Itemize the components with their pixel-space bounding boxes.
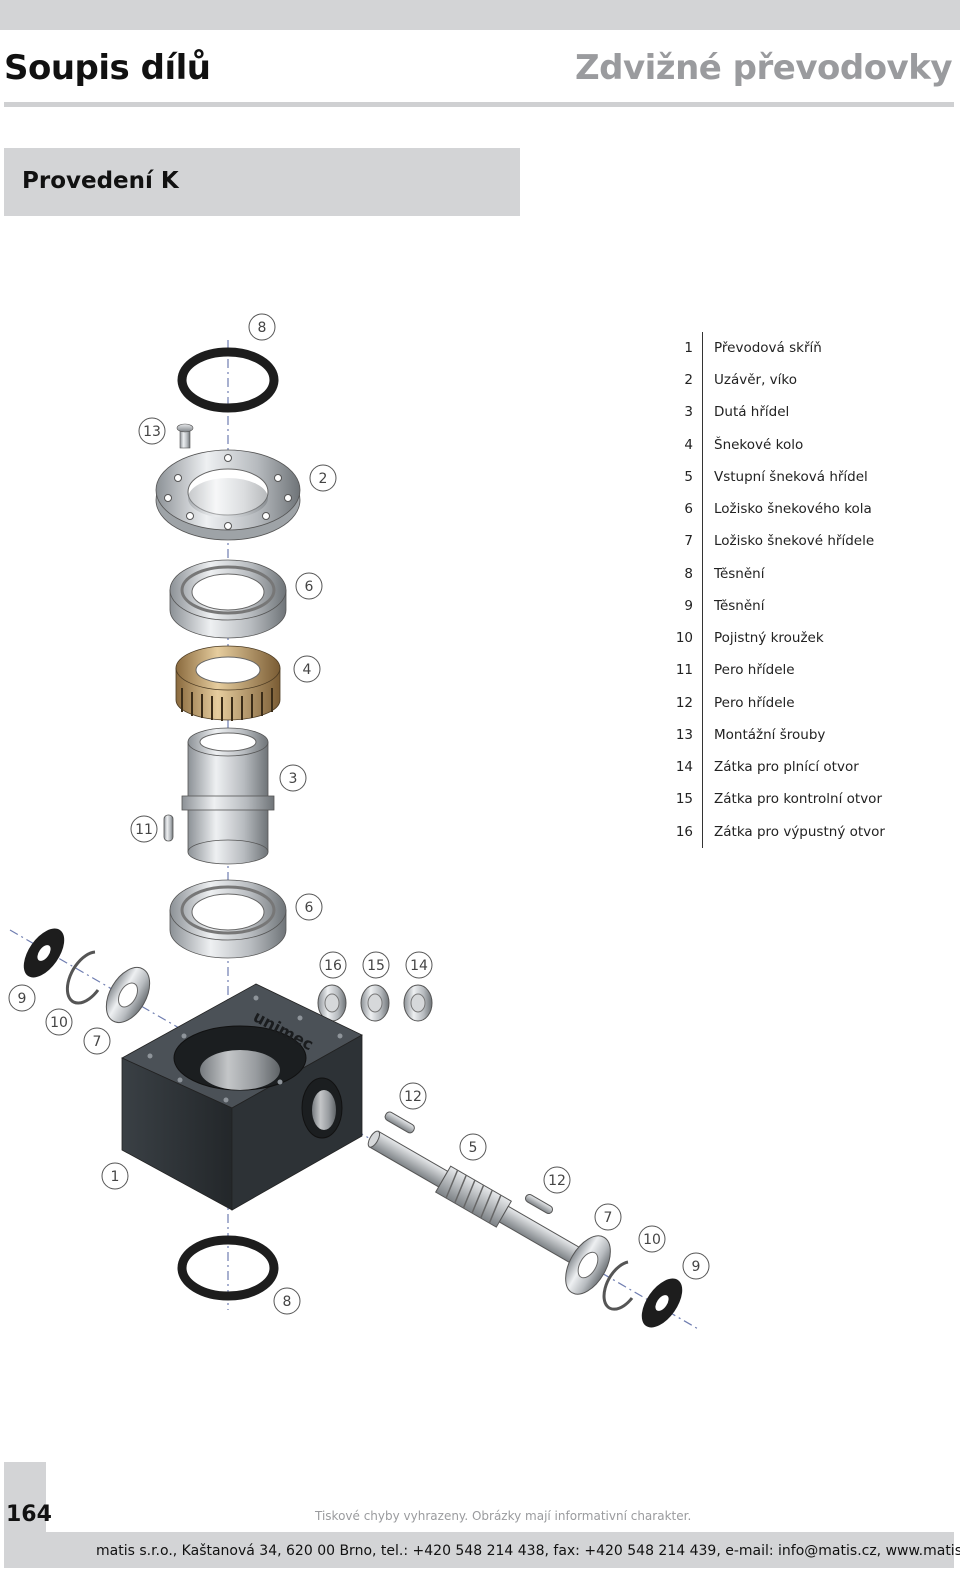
- top-bar: [0, 0, 960, 30]
- svg-text:2: 2: [319, 471, 328, 487]
- callout-8-bottom: 8: [273, 1287, 301, 1315]
- mounting-screw: [176, 423, 194, 449]
- svg-text:9: 9: [692, 1259, 701, 1275]
- svg-text:7: 7: [93, 1034, 102, 1050]
- worm-bearing-right: [565, 1235, 611, 1295]
- gear-housing: unimec: [121, 983, 363, 1211]
- callout-12-lower: 12: [543, 1166, 571, 1194]
- svg-text:3: 3: [289, 771, 298, 787]
- seal-right: [641, 1278, 683, 1328]
- callout-6-lower: 6: [295, 893, 323, 921]
- svg-text:11: 11: [135, 822, 153, 838]
- callout-8-top: 8: [248, 313, 276, 341]
- svg-text:14: 14: [410, 958, 428, 974]
- svg-text:6: 6: [305, 900, 314, 916]
- plug-fill: [403, 984, 433, 1022]
- svg-text:5: 5: [469, 1140, 478, 1156]
- callout-10-left: 10: [45, 1008, 73, 1036]
- worm-bearing-left: [105, 967, 151, 1023]
- svg-text:8: 8: [283, 1294, 292, 1310]
- callout-3: 3: [279, 764, 307, 792]
- svg-text:12: 12: [404, 1089, 422, 1105]
- company-address: matis s.r.o., Kaštanová 34, 620 00 Brno,…: [96, 1543, 960, 1559]
- svg-text:1: 1: [111, 1169, 120, 1185]
- svg-text:15: 15: [367, 958, 385, 974]
- svg-text:8: 8: [258, 320, 267, 336]
- callout-7-left: 7: [83, 1027, 111, 1055]
- page-title: Soupis dílů: [4, 48, 211, 88]
- callout-15: 15: [362, 951, 390, 979]
- hollow-shaft: [181, 727, 275, 865]
- worm-wheel: [175, 645, 281, 721]
- seal-bottom: [177, 1235, 279, 1301]
- shaft-key-11: [163, 814, 174, 842]
- svg-text:10: 10: [643, 1232, 661, 1248]
- callout-12-upper: 12: [399, 1082, 427, 1110]
- svg-text:6: 6: [305, 579, 314, 595]
- circlip-right: [602, 1260, 634, 1311]
- callout-10-right: 10: [638, 1225, 666, 1253]
- callout-11: 11: [130, 815, 158, 843]
- shaft-key-12-upper: [384, 1111, 415, 1134]
- callout-7-right: 7: [594, 1203, 622, 1231]
- cover-flange: [155, 449, 301, 541]
- callout-9-right: 9: [682, 1252, 710, 1280]
- svg-text:10: 10: [50, 1015, 68, 1031]
- callout-6-upper: 6: [295, 572, 323, 600]
- callout-9-left: 9: [8, 984, 36, 1012]
- callout-13: 13: [138, 417, 166, 445]
- callout-5: 5: [459, 1133, 487, 1161]
- callout-14: 14: [405, 951, 433, 979]
- worm-shaft: [367, 1130, 587, 1268]
- svg-text:16: 16: [324, 958, 342, 974]
- exploded-diagram: unimec: [8, 313, 710, 1331]
- plug-level: [360, 984, 390, 1022]
- catalog-title: Zdvižné převodovky: [574, 48, 953, 88]
- footer-bar: [4, 1532, 954, 1568]
- plug-drain: [317, 984, 347, 1022]
- callout-4: 4: [293, 655, 321, 683]
- circlip-left: [65, 950, 100, 1005]
- svg-text:9: 9: [18, 991, 27, 1007]
- svg-text:12: 12: [548, 1173, 566, 1189]
- page-number-tab: [4, 1462, 46, 1532]
- shaft-key-12-lower: [524, 1194, 554, 1214]
- section-title: Provedení K: [22, 168, 179, 194]
- disclaimer: Tiskové chyby vyhrazeny. Obrázky mají in…: [315, 1509, 692, 1523]
- section-header: Provedení K: [4, 148, 520, 216]
- callout-16: 16: [319, 951, 347, 979]
- header-rule: [4, 102, 954, 107]
- svg-text:7: 7: [604, 1210, 613, 1226]
- callout-1: 1: [101, 1162, 129, 1190]
- svg-text:13: 13: [143, 424, 161, 440]
- wheel-bearing-upper: [169, 559, 287, 639]
- callout-2: 2: [309, 464, 337, 492]
- seal-left: [23, 928, 65, 978]
- svg-text:4: 4: [303, 662, 312, 678]
- wheel-bearing-lower: [169, 879, 287, 959]
- seal-top: [177, 347, 279, 413]
- page-number: 164: [6, 1502, 52, 1527]
- parts-list-divider: [702, 332, 703, 848]
